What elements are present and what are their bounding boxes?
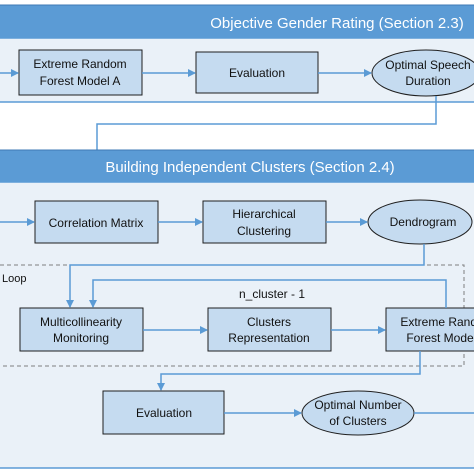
- hierarchical-clustering-node: Hierarchical Clustering: [202, 200, 327, 244]
- n-cluster-label: n_cluster - 1: [239, 287, 305, 301]
- optimal-clusters-label-2: of Clusters: [329, 414, 386, 428]
- optimal-speech-node: Optimal Speech Duration: [371, 49, 474, 97]
- erf-model-s-label-2: Forest Model S: [406, 331, 474, 345]
- optimal-clusters-label-1: Optimal Number: [314, 398, 401, 412]
- loop-label: Loop: [2, 273, 26, 285]
- clusters-representation-node: Clusters Representation: [207, 307, 332, 352]
- evaluation-2-node: Evaluation: [102, 390, 225, 435]
- clusters-band: [0, 149, 474, 183]
- evaluation-2-label: Evaluation: [136, 406, 192, 420]
- arrow-erf-s-evaluation: [157, 351, 421, 391]
- optimal-speech-label-1: Optimal Speech: [385, 58, 470, 72]
- optimal-speech-label-2: Duration: [405, 74, 450, 88]
- evaluation-1-label: Evaluation: [229, 66, 285, 80]
- dendrogram-label: Dendrogram: [390, 215, 457, 229]
- gender-rating-title: Objective Gender Rating (Section 2.3): [210, 15, 463, 32]
- clusters-title: Building Independent Clusters (Section 2…: [105, 159, 394, 176]
- erf-model-s-label-1: Extreme Random: [400, 315, 474, 329]
- erf-model-s-node: Extreme Random Forest Model S: [385, 307, 474, 352]
- evaluation-1-node: Evaluation: [195, 51, 319, 94]
- multicollinearity-node: Multicollinearity Monitoring: [19, 307, 144, 352]
- arrow-dendrogram-multicollinearity: [66, 244, 425, 308]
- clusters-representation-label-2: Representation: [228, 331, 309, 345]
- erf-model-a-node: Extreme Random Forest Model A: [18, 49, 143, 96]
- clusters-representation-label-1: Clusters: [247, 315, 291, 329]
- hierarchical-clustering-label-1: Hierarchical: [232, 207, 295, 221]
- correlation-matrix-node: Correlation Matrix: [34, 200, 159, 244]
- arrow-loop-back: [89, 279, 447, 308]
- gender-rating-band: [0, 4, 474, 39]
- multicollinearity-label-1: Multicollinearity: [40, 315, 122, 329]
- optimal-clusters-node: Optimal Number of Clusters: [301, 390, 415, 436]
- erf-model-a-label-1: Extreme Random: [33, 57, 126, 71]
- hierarchical-clustering-label-2: Clustering: [237, 224, 291, 238]
- multicollinearity-label-2: Monitoring: [53, 331, 109, 345]
- erf-model-a-label-2: Forest Model A: [40, 74, 121, 88]
- dendrogram-node: Dendrogram: [367, 199, 473, 245]
- correlation-matrix-label: Correlation Matrix: [49, 216, 144, 230]
